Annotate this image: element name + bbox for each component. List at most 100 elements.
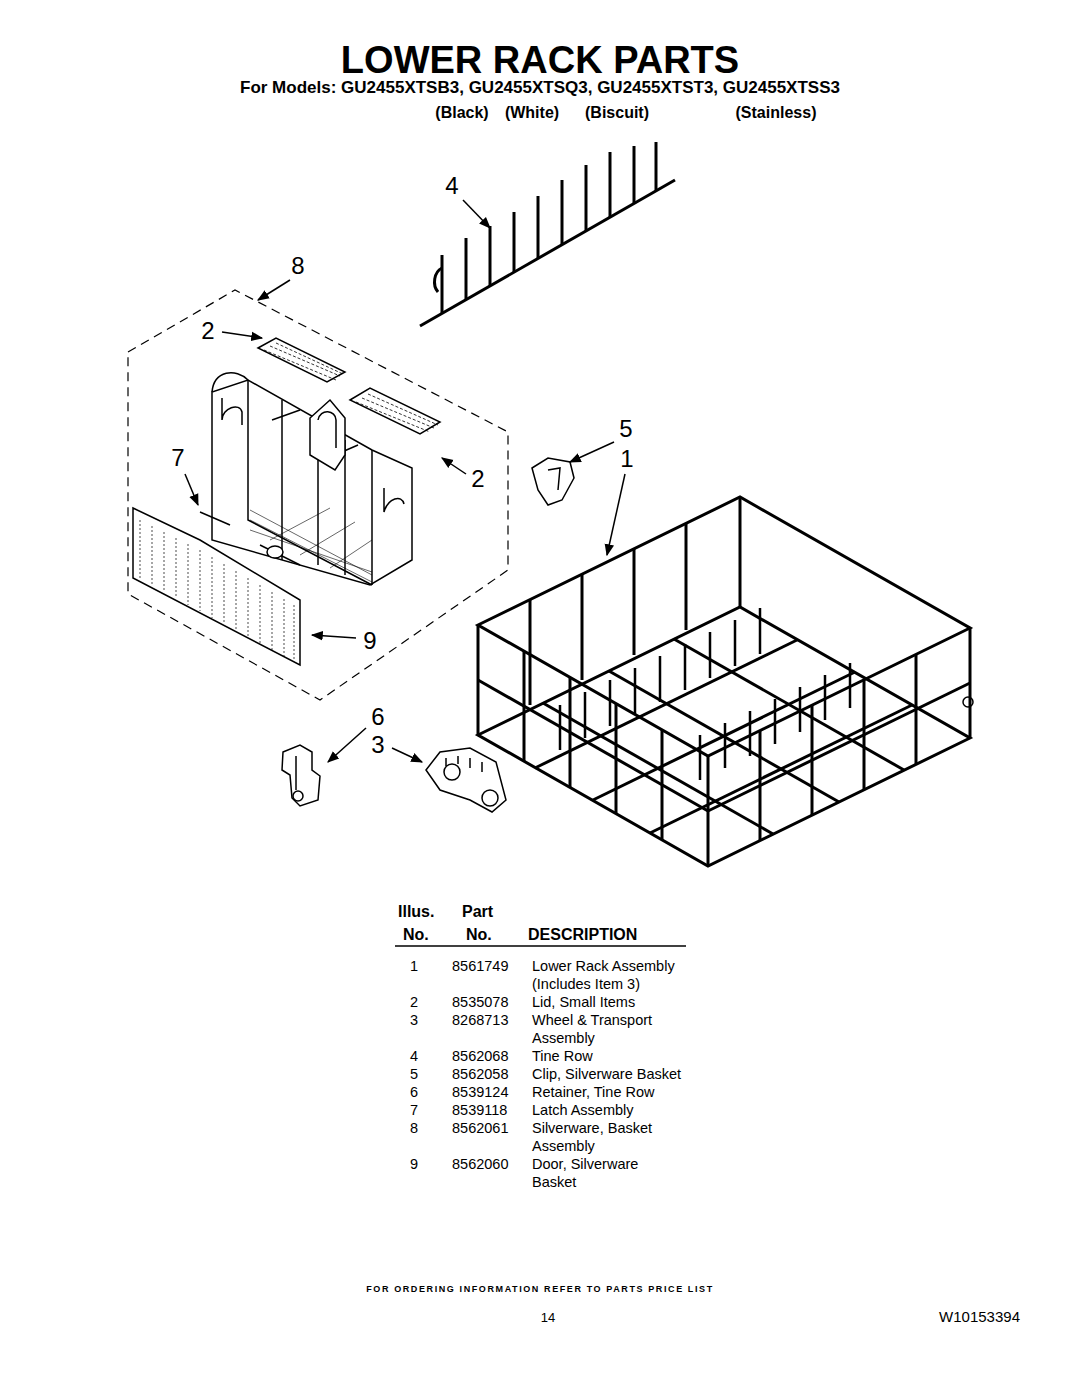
lower-rack xyxy=(559,705,562,750)
part-number: 8539124 xyxy=(452,1083,508,1101)
lower-rack xyxy=(963,697,973,707)
wheel-transport-assembly xyxy=(444,764,460,780)
lower-rack xyxy=(674,639,904,770)
callout-number: 5 xyxy=(619,415,632,444)
callout-number: 6 xyxy=(371,703,384,732)
silverware-basket-clip xyxy=(532,458,574,505)
part-description: Wheel & Transport Assembly xyxy=(532,1011,682,1047)
part-number: 8561749 xyxy=(452,957,508,975)
silverware-basket xyxy=(310,400,345,470)
lower-rack xyxy=(584,692,587,738)
illustration-number: 9 xyxy=(386,1155,418,1173)
tine-row-retainer xyxy=(282,745,320,806)
silverware-basket-door xyxy=(212,557,213,618)
lower-rack xyxy=(478,497,973,866)
lower-rack xyxy=(749,711,752,756)
silverware-basket-door xyxy=(152,526,153,585)
callout-number: 2 xyxy=(471,465,484,494)
color-name: (Biscuit) xyxy=(585,103,649,122)
lower-rack xyxy=(734,620,737,666)
page-number: 14 xyxy=(541,1310,555,1326)
lower-rack xyxy=(724,723,727,768)
part-description: Silverware, Basket Assembly xyxy=(532,1119,682,1155)
silverware-basket-clip xyxy=(548,468,560,490)
leader-line xyxy=(607,474,625,555)
illustration-number: 8 xyxy=(386,1119,418,1137)
lower-rack xyxy=(529,600,532,705)
silverware-basket-door xyxy=(133,508,300,665)
part-description: Clip, Silverware Basket xyxy=(532,1065,682,1083)
lid-small-items xyxy=(258,338,345,382)
silverware-basket-door xyxy=(236,571,237,631)
ordering-note: FOR ORDERING INFORMATION REFER TO PARTS … xyxy=(366,1284,714,1295)
lower-rack xyxy=(708,683,970,811)
part-number: 8535078 xyxy=(452,993,508,1011)
illustration-number: 3 xyxy=(386,1011,418,1029)
silverware-basket-door xyxy=(176,538,177,598)
lower-rack xyxy=(739,497,742,607)
part-number: 8562060 xyxy=(452,1155,508,1173)
silverware-basket xyxy=(250,520,372,582)
illustration-number: 4 xyxy=(386,1047,418,1065)
leader-line xyxy=(258,280,290,300)
illustration-number: 1 xyxy=(386,957,418,975)
lower-rack xyxy=(699,735,702,780)
lower-rack xyxy=(759,608,762,654)
basket-assembly-outline xyxy=(128,290,508,700)
tine-row xyxy=(441,255,444,313)
part-description: Retainer, Tine Row xyxy=(532,1083,682,1101)
lower-rack xyxy=(774,699,777,744)
wheel-transport-assembly xyxy=(426,748,506,812)
color-name: (Stainless) xyxy=(736,103,817,122)
leader-line xyxy=(185,200,625,762)
lower-rack xyxy=(633,549,636,655)
part-description: Lid, Small Items xyxy=(532,993,682,1011)
callout-number: 9 xyxy=(363,627,376,656)
silverware-basket xyxy=(330,540,372,568)
silverware-basket-door xyxy=(260,545,300,565)
tine-row xyxy=(633,146,636,204)
lower-rack xyxy=(799,687,802,732)
lower-rack xyxy=(609,680,612,726)
silverware-basket-door xyxy=(224,564,225,624)
lid-small-items xyxy=(356,394,438,432)
illustration-number: 7 xyxy=(386,1101,418,1119)
callout-number: 4 xyxy=(445,172,458,201)
tine-row-retainer xyxy=(295,756,297,790)
leader-line xyxy=(463,200,490,228)
part-description: Tine Row xyxy=(532,1047,682,1065)
part-number: 8562058 xyxy=(452,1065,508,1083)
silverware-basket xyxy=(318,412,336,448)
silverware-basket-door xyxy=(272,592,273,651)
tine-row xyxy=(420,180,675,326)
silverware-basket xyxy=(300,522,355,555)
tine-row xyxy=(609,152,612,217)
part-description: Door, Silverware Basket xyxy=(532,1155,682,1191)
document-number: W10153394 xyxy=(939,1308,1020,1326)
tine-row xyxy=(561,180,564,245)
wheel-transport-assembly xyxy=(482,790,498,806)
silverware-basket-door xyxy=(267,546,283,558)
silverware-basket xyxy=(212,373,248,392)
lower-rack xyxy=(849,663,852,708)
silverware-basket-door xyxy=(200,512,230,525)
silverware-basket-clip xyxy=(532,458,574,505)
part-number: 8562061 xyxy=(452,1119,508,1137)
part-number: 8539118 xyxy=(452,1101,507,1119)
silverware-basket-door xyxy=(284,599,285,657)
lower-rack xyxy=(684,644,687,690)
wheel-transport-assembly xyxy=(446,756,482,772)
silverware-basket xyxy=(384,488,404,512)
column-header: DESCRIPTION xyxy=(528,925,637,944)
silverware-basket xyxy=(250,508,372,582)
wheel-transport-assembly xyxy=(426,748,506,812)
part-description: Lower Rack Assembly (Includes Item 3) xyxy=(532,957,682,993)
callout-number: 7 xyxy=(171,444,184,473)
silverware-basket-door xyxy=(200,550,201,611)
silverware-basket xyxy=(371,450,373,585)
color-name: (Black) xyxy=(435,103,488,122)
basket-assembly-outline xyxy=(128,290,508,700)
silverware-basket xyxy=(248,380,372,585)
tine-row-retainer xyxy=(282,745,320,806)
